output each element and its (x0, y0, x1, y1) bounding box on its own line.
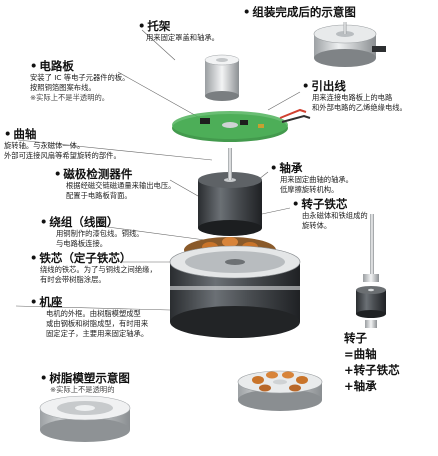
circuit-board-note: ※实际上不是半透明的。 (30, 93, 110, 102)
label-winding: 绕组（线圈） 用铜制作的漆包线。铜线。 与电路板连接。 (40, 216, 144, 249)
circuit-board-desc-2: 按照铜箔图案布线。 (30, 83, 96, 92)
winding-title: 绕组（线圈） (40, 216, 144, 229)
leader-bracket (141, 29, 176, 61)
winding-desc-1: 用铜制作的漆包线。铜线。 (56, 229, 144, 238)
label-shaft: 曲轴 旋转轴。与永磁体一体。 外部可连接风扇等希望旋转的部件。 (4, 128, 121, 161)
label-bearing: 轴承 用来固定曲轴的轴承。 低摩擦旋转机构。 (270, 162, 353, 195)
rotor-summary-line-2: =曲轴 (344, 347, 377, 361)
assembled-title: 组装完成后的示意图 (243, 6, 356, 19)
label-rotor-core: 转子铁芯 由永磁体和铁组成的 旋转体。 (292, 198, 368, 231)
label-housing: 机座 电机的外框。由树脂模塑成型 或由钢板和树脂成型，有时用来 固定定子，主要用… (30, 296, 148, 339)
stator-core-desc-2: 有时会带树脂涂层。 (40, 275, 106, 284)
circuit-board-image (172, 108, 311, 142)
bearing-title: 轴承 (270, 162, 353, 175)
hall-sensor-desc-1: 根据经磁交链磁通量来输出电压。 (66, 181, 176, 190)
stator-core-desc-1: 绕线的铁芯。为了与铜线之间绝缘， (40, 265, 157, 274)
housing-desc-2: 或由钢板和树脂成型，有时用来 (46, 319, 149, 328)
lead-wire-title: 引出线 (302, 80, 407, 93)
label-lead-wire: 引出线 用来连接电路板上的电路 和外部电路的乙烯绝缘电线。 (302, 80, 407, 113)
leader-shaft (17, 139, 213, 161)
shaft-desc-2: 外部可连接风扇等希望旋转的部件。 (4, 151, 121, 160)
leader-lead-wire (267, 91, 301, 111)
winding-desc-2: 与电路板连接。 (56, 239, 108, 248)
leader-circuit-board (117, 71, 201, 119)
housing-desc-1: 电机的外框。由树脂模塑成型 (46, 309, 141, 318)
rotor-core-desc-1: 由永磁体和铁组成的 (302, 211, 368, 220)
label-hall-sensor: 磁极检测器件 根据经磁交链磁通量来输出电压。 配置于电路板背面。 (54, 168, 175, 201)
hall-sensor-desc-2: 配置于电路板背面。 (66, 191, 132, 200)
bearing-desc-1: 用来固定曲轴的轴承。 (280, 175, 353, 184)
rotor-core-desc-2: 旋转体。 (302, 221, 332, 230)
resin-mold-title: 树脂模塑示意图 (40, 372, 130, 385)
coil-ring-image (237, 370, 323, 411)
label-circuit-board: 电路板 安装了 IC 等电子元器件的板。 按照铜箔图案布线。 ※实际上不是半透明… (30, 60, 129, 103)
shaft-title: 曲轴 (4, 128, 121, 141)
rotor-parts-image (356, 214, 386, 328)
bracket-image (204, 54, 240, 101)
label-assembled: 组装完成后的示意图 (243, 6, 356, 19)
rotor-summary-line-1: 转子 (344, 331, 367, 345)
lead-wire-desc-2: 和外部电路的乙烯绝缘电线。 (312, 103, 407, 112)
bracket-desc: 用来固定罩盖和轴承。 (146, 33, 219, 42)
rotor-summary-line-4: +轴承 (344, 379, 377, 393)
leader-rotor-core (261, 207, 291, 215)
circuit-board-title: 电路板 (30, 60, 129, 73)
assembled-motor-image (313, 22, 386, 67)
shaft-desc-1: 旋转轴。与永磁体一体。 (4, 141, 85, 150)
rotor-core-title: 转子铁芯 (292, 198, 368, 211)
rotor-summary: 转子 =曲轴 +转子铁芯 +轴承 (344, 330, 400, 394)
label-resin-mold: 树脂模塑示意图 ※实际上不是透明的 (40, 372, 130, 395)
label-stator-core: 铁芯（定子铁芯） 绕线的铁芯。为了与铜线之间绝缘， 有时会带树脂涂层。 (30, 252, 157, 285)
label-bracket: 托架 用来固定罩盖和轴承。 (138, 20, 219, 43)
stator-core-title: 铁芯（定子铁芯） (30, 252, 157, 265)
circuit-board-desc-1: 安装了 IC 等电子元器件的板。 (30, 73, 130, 82)
hall-sensor-title: 磁极检测器件 (54, 168, 175, 181)
housing-title: 机座 (30, 296, 148, 309)
bracket-title: 托架 (138, 20, 219, 33)
lead-wire-desc-1: 用来连接电路板上的电路 (312, 93, 393, 102)
rotor-summary-line-3: +转子铁芯 (344, 363, 400, 377)
resin-mold-note: ※实际上不是透明的 (50, 385, 115, 394)
bearing-desc-2: 低摩擦旋转机构。 (280, 185, 339, 194)
housing-desc-3: 固定定子，主要用来固定轴承。 (46, 329, 149, 338)
housing-image (169, 245, 301, 338)
resin-mold-image (39, 395, 131, 442)
rotor-cup-image (198, 148, 262, 236)
